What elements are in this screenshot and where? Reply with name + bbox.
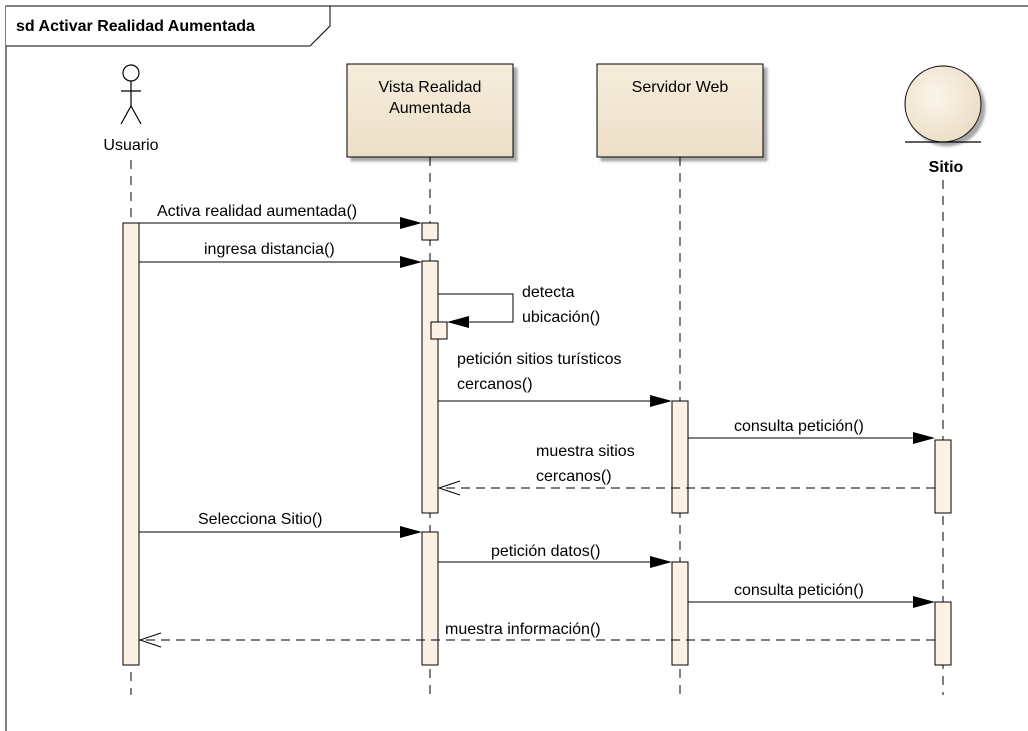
arrow-head-filled (913, 596, 935, 608)
message-label: Activa realidad aumentada() (157, 203, 357, 220)
message-label: petición sitios turísticos (457, 351, 622, 368)
message-consulta-peticion-2: consulta petición() (688, 582, 935, 608)
activation-servidor-1 (671, 400, 689, 514)
message-label: detecta (522, 284, 575, 301)
activation-vista-2 (421, 260, 439, 514)
message-label: muestra información() (445, 621, 601, 638)
frame-title: sd Activar Realidad Aumentada (16, 18, 255, 35)
actor-label-usuario: Usuario (103, 137, 158, 154)
arrow-head-filled (447, 316, 469, 328)
activation-vista-3 (421, 531, 439, 666)
message-activa-realidad: Activa realidad aumentada() (139, 203, 422, 229)
arrow-head-open (138, 632, 162, 648)
activation-sitio-2 (934, 601, 952, 666)
message-peticion-sitios: petición sitios turísticos cercanos() (438, 351, 672, 407)
arrow-head-open (437, 480, 461, 496)
message-peticion-datos: petición datos() (438, 543, 672, 568)
lifeline-vista: Vista Realidad Aumentada (346, 63, 514, 695)
message-detecta-ubicacion: detecta ubicación() (438, 284, 600, 328)
arrow-head-filled (400, 256, 422, 268)
message-muestra-sitios: muestra sitios cercanos() (437, 443, 935, 496)
lifeline-usuario: Usuario (103, 64, 159, 695)
entity-label-sitio: Sitio (929, 159, 964, 176)
message-label: Selecciona Sitio() (198, 511, 323, 528)
message-consulta-peticion-1: consulta petición() (688, 418, 935, 444)
class-box-vista-label-2: Aumentada (389, 100, 471, 117)
message-label: cercanos() (457, 376, 533, 393)
arrow-head-filled (400, 217, 422, 229)
lifeline-sitio: Sitio (904, 65, 982, 695)
class-box-servidor (596, 63, 764, 158)
message-label: muestra sitios (536, 443, 635, 460)
class-box-vista-label-1: Vista Realidad (379, 79, 482, 96)
frame-title-tab (6, 5, 331, 47)
message-ingresa-distancia: ingresa distancia() (139, 241, 422, 268)
arrow-head-filled (913, 432, 935, 444)
activation-usuario-1 (122, 222, 140, 666)
activation-vista-1 (421, 222, 439, 241)
activation-servidor-2 (671, 561, 689, 666)
arrow-head-filled (400, 526, 422, 538)
message-label: consulta petición() (734, 582, 864, 599)
message-label: cercanos() (536, 468, 612, 485)
activation-sitio-1 (934, 439, 952, 514)
class-box-vista (346, 63, 514, 158)
message-label: ubicación() (522, 309, 600, 326)
entity-icon (904, 65, 982, 143)
arrow-head-filled (650, 395, 672, 407)
message-label: petición datos() (491, 543, 600, 560)
message-muestra-informacion: muestra información() (138, 621, 935, 648)
activation-vista-self (430, 321, 448, 340)
arrow-head-filled (650, 556, 672, 568)
actor-icon (120, 64, 142, 125)
messages: Activa realidad aumentada() ingresa dist… (138, 203, 935, 648)
message-label: ingresa distancia() (204, 241, 335, 258)
message-selecciona-sitio: Selecciona Sitio() (139, 511, 422, 538)
class-box-servidor-label: Servidor Web (632, 79, 729, 96)
message-label: consulta petición() (734, 418, 864, 435)
lifeline-servidor: Servidor Web (596, 63, 764, 695)
frame: sd Activar Realidad Aumentada (5, 5, 1028, 731)
